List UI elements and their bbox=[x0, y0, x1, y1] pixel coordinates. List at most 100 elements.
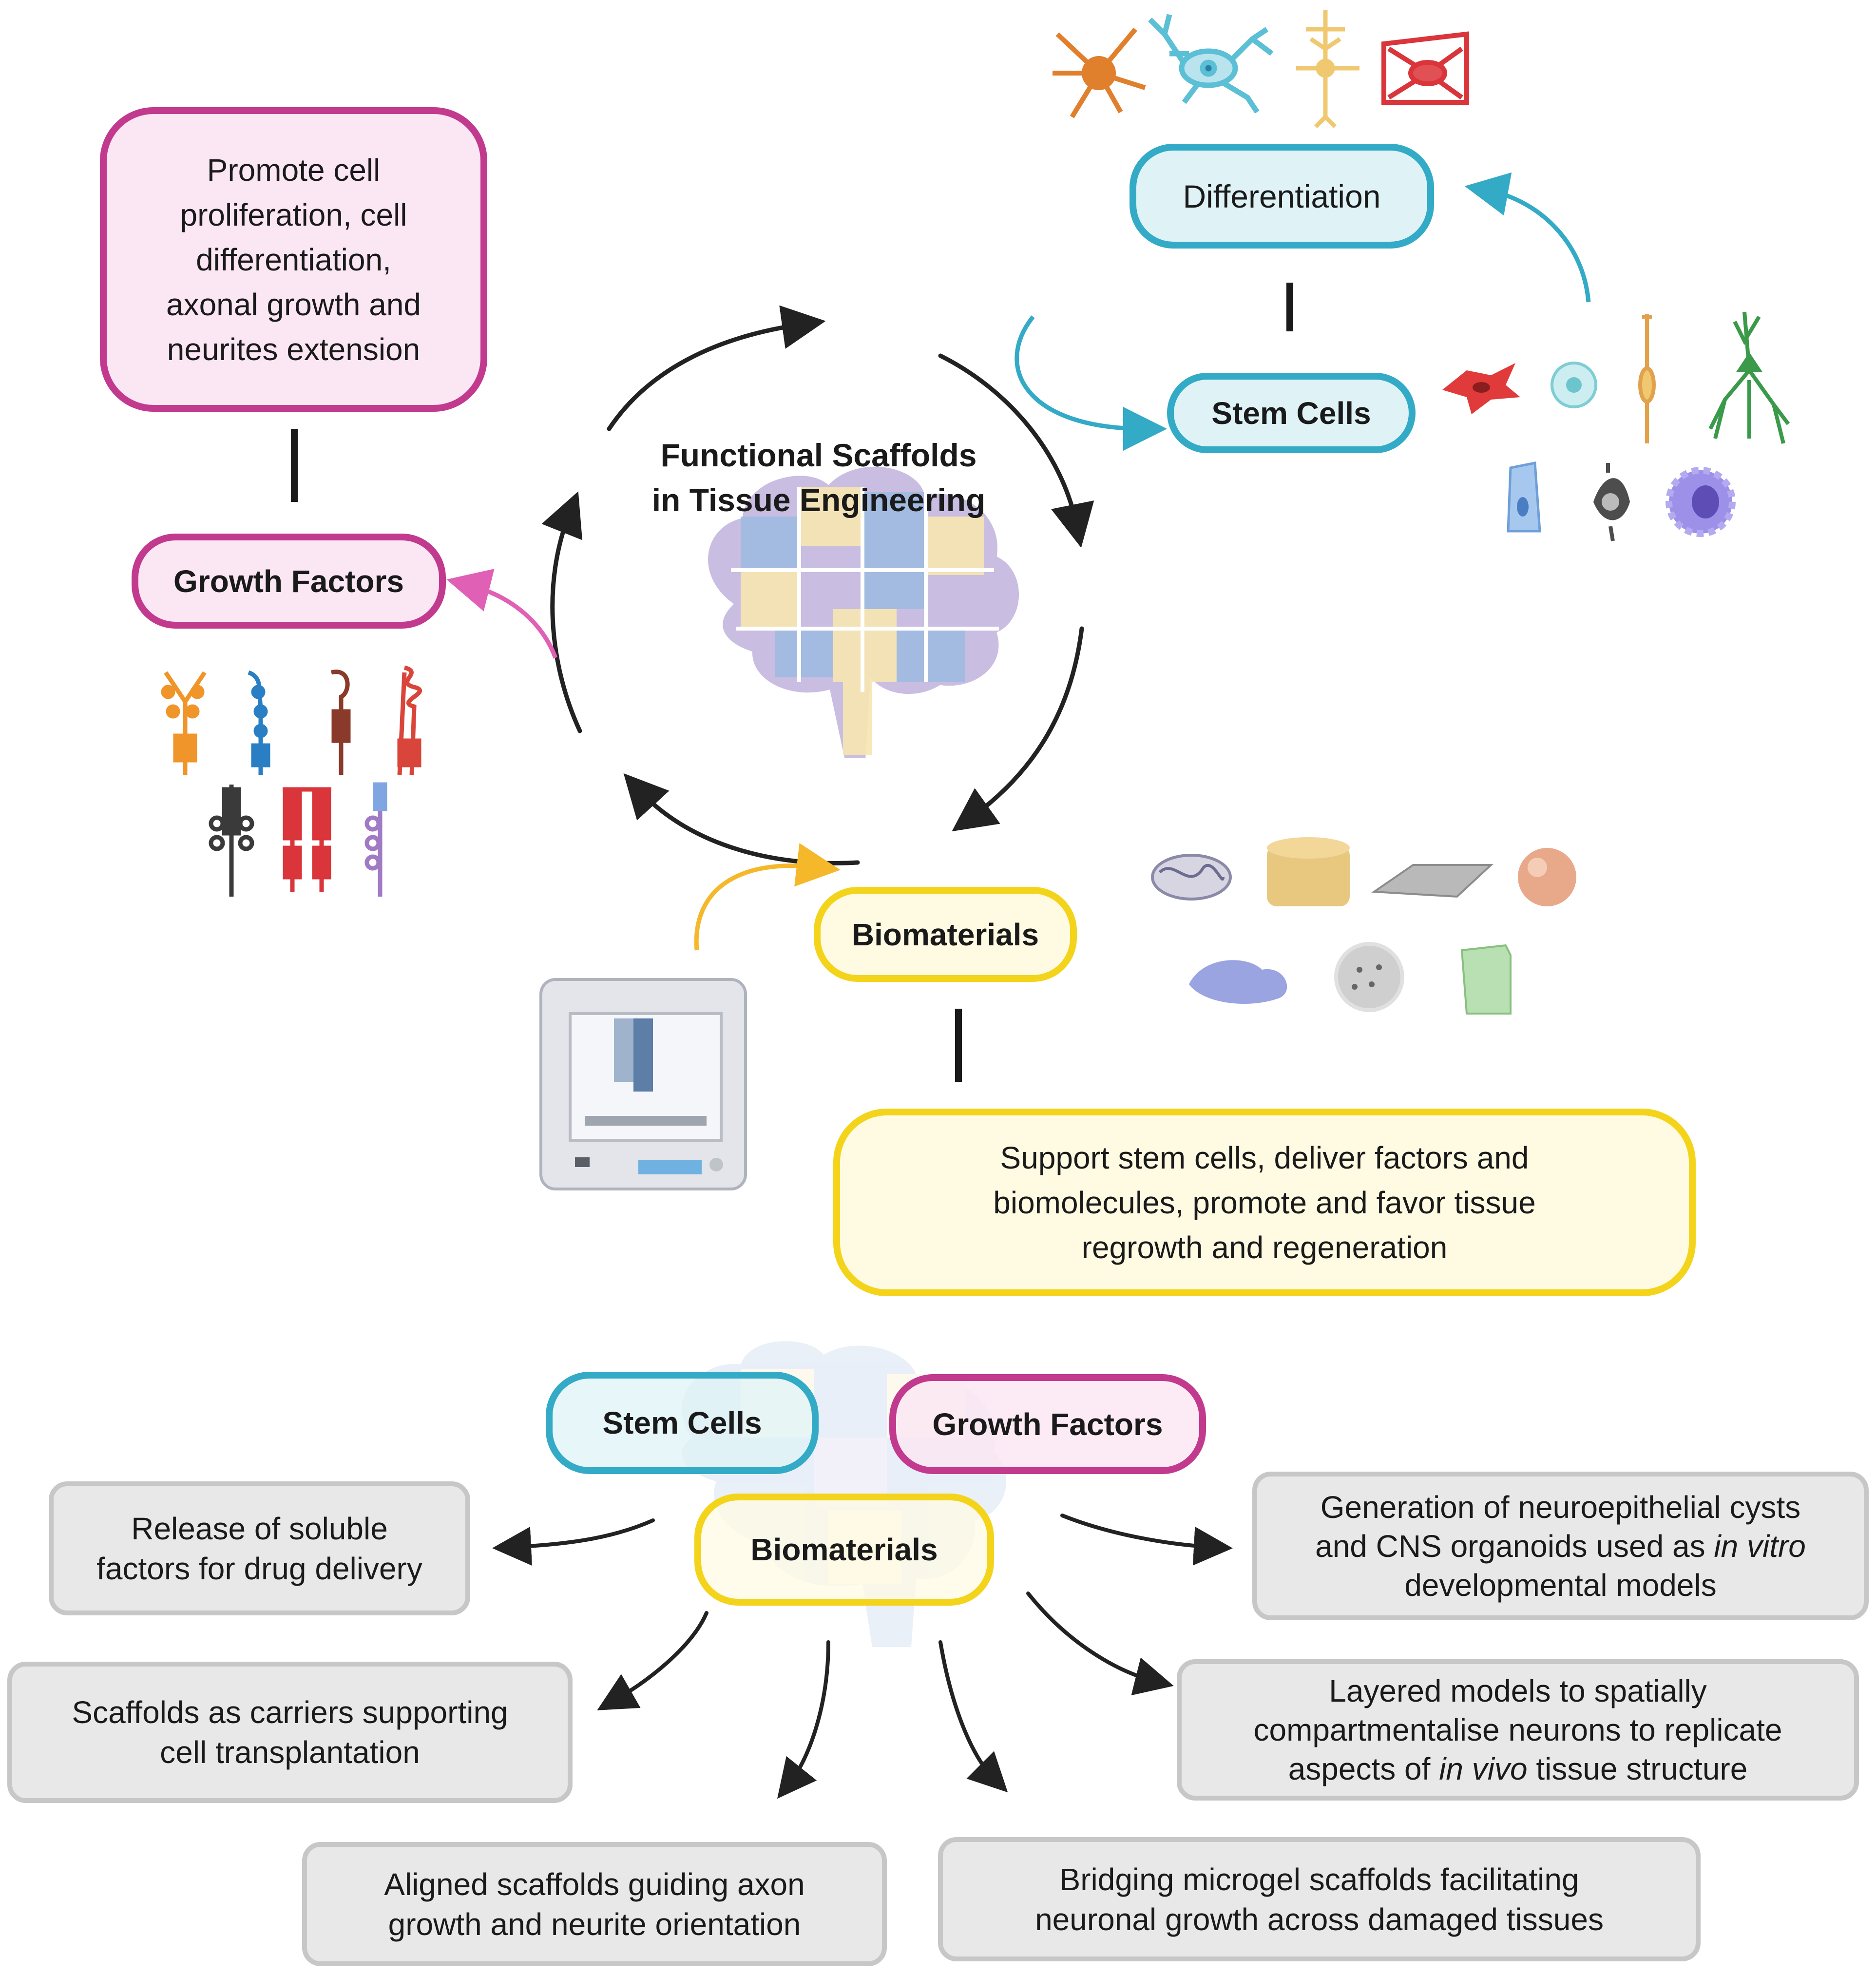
arrow-bridging bbox=[938, 1640, 1008, 1793]
bottom-stem-cells-label: Stem Cells bbox=[602, 1405, 762, 1440]
astrocyte-icon bbox=[1053, 27, 1146, 118]
cycle-arrow-left bbox=[541, 491, 583, 733]
stem-cells-pill: Stem Cells bbox=[1167, 373, 1416, 453]
bottom-arrows bbox=[492, 1514, 1233, 1799]
gf-desc-line: Promote cell bbox=[207, 152, 381, 188]
receptor-icon bbox=[330, 670, 351, 775]
gf-desc-line: axonal growth and bbox=[166, 287, 421, 322]
application-text-italic: in vivo bbox=[1439, 1751, 1528, 1786]
gf-desc-line: differentiation, bbox=[196, 242, 391, 277]
puzzle-brain-icon bbox=[704, 462, 1023, 762]
application-line: cell transplantation bbox=[160, 1735, 420, 1770]
growth-factors-pill: Growth Factors bbox=[132, 534, 446, 629]
biomaterials-pill: Biomaterials bbox=[814, 887, 1077, 982]
receptor-icon bbox=[364, 782, 387, 897]
growth-factors-arrow bbox=[446, 569, 558, 659]
microsphere-icon bbox=[1518, 848, 1576, 906]
growth-factors-label: Growth Factors bbox=[173, 563, 404, 599]
epithelial-cell-icon bbox=[1507, 461, 1541, 533]
gf-desc-line: proliferation, cell bbox=[180, 197, 407, 232]
arrow-carriers bbox=[597, 1611, 708, 1710]
center-title-line2: in Tissue Engineering bbox=[651, 482, 986, 518]
differentiation-label: Differentiation bbox=[1183, 178, 1381, 214]
fibroblast-icon bbox=[1442, 363, 1520, 414]
growth-factors-description-box: Promote cell proliferation, cell differe… bbox=[100, 107, 487, 412]
application-line: Aligned scaffolds guiding axon bbox=[384, 1866, 805, 1902]
application-text: aspects of bbox=[1288, 1751, 1439, 1786]
bottom-stem-cells-pill: Stem Cells bbox=[546, 1372, 819, 1474]
stem-cell-icon bbox=[1551, 362, 1597, 408]
cycle-arrow-right-upper bbox=[938, 353, 1094, 548]
bottom-growth-factors-label: Growth Factors bbox=[932, 1406, 1163, 1442]
biomaterial-types bbox=[1151, 837, 1576, 1015]
pyramidal-neuron-icon bbox=[1708, 311, 1790, 444]
application-box-carriers: Scaffolds as carriers supporting cell tr… bbox=[7, 1662, 573, 1803]
application-line: Scaffolds as carriers supporting bbox=[72, 1695, 508, 1730]
application-line: Release of soluble bbox=[131, 1511, 388, 1546]
cycle-arrow-top bbox=[607, 305, 826, 431]
application-box-layered: Layered models to spatially compartmenta… bbox=[1177, 1659, 1859, 1801]
eye-cell-icon bbox=[1593, 463, 1630, 541]
biomaterials-description-box: Support stem cells, deliver factors and … bbox=[833, 1109, 1696, 1296]
cycle-arrow-bottom bbox=[623, 773, 860, 865]
stem-cells-label: Stem Cells bbox=[1211, 395, 1371, 431]
connector-bars bbox=[291, 283, 1293, 1082]
microglia-icon bbox=[1148, 14, 1274, 114]
application-text: and CNS organoids used as bbox=[1315, 1528, 1714, 1564]
application-box-generation: Generation of neuroepithelial cysts and … bbox=[1252, 1472, 1869, 1620]
bipolar-cell-icon bbox=[1638, 314, 1656, 443]
neuron-icon bbox=[1296, 10, 1359, 129]
cycle-arrow-right-lower bbox=[952, 626, 1084, 832]
receptor-icon bbox=[248, 670, 270, 775]
bottom-biomaterials-pill: Biomaterials bbox=[694, 1494, 994, 1606]
biomaterials-arrow bbox=[694, 843, 841, 951]
blob-gel-icon bbox=[1189, 960, 1287, 1004]
receptor-icon bbox=[209, 785, 254, 897]
application-text-italic: in vitro bbox=[1714, 1528, 1806, 1564]
gf-desc-line: neurites extension bbox=[167, 331, 421, 367]
stem-cell-types bbox=[1442, 311, 1790, 541]
application-line: neuronal growth across damaged tissues bbox=[1035, 1901, 1604, 1937]
receptor-icon bbox=[283, 787, 331, 892]
porous-sponge-icon bbox=[1267, 837, 1350, 906]
arrow-layered bbox=[1026, 1592, 1174, 1696]
film-icon bbox=[1460, 944, 1512, 1015]
arrow-generation bbox=[1060, 1514, 1233, 1566]
application-line: Layered models to spatially bbox=[1329, 1673, 1707, 1708]
bm-desc-line: regrowth and regeneration bbox=[1081, 1229, 1448, 1265]
bioprinter-icon bbox=[539, 978, 747, 1190]
bm-desc-line: Support stem cells, deliver factors and bbox=[1000, 1140, 1529, 1175]
application-line: and CNS organoids used as in vitro bbox=[1315, 1527, 1806, 1566]
differentiation-pill: Differentiation bbox=[1129, 144, 1434, 249]
application-box-bridging: Bridging microgel scaffolds facilitating… bbox=[938, 1837, 1701, 1961]
receptor-icons bbox=[161, 665, 422, 897]
bm-desc-line: biomolecules, promote and favor tissue bbox=[993, 1185, 1536, 1220]
arrow-aligned bbox=[777, 1640, 830, 1799]
application-box-aligned: Aligned scaffolds guiding axon growth an… bbox=[302, 1842, 887, 1966]
center-title: Functional Scaffolds in Tissue Engineeri… bbox=[619, 429, 1018, 526]
fibrous-sheet-icon bbox=[1371, 864, 1494, 898]
porous-sphere-icon bbox=[1334, 942, 1404, 1012]
macrophage-icon bbox=[1665, 467, 1736, 537]
biomaterials-label: Biomaterials bbox=[851, 917, 1039, 952]
bottom-biomaterials-label: Biomaterials bbox=[750, 1532, 938, 1567]
arrow-release bbox=[492, 1518, 655, 1566]
application-line: Bridging microgel scaffolds facilitating bbox=[1059, 1861, 1579, 1897]
bottom-growth-factors-pill: Growth Factors bbox=[889, 1374, 1206, 1474]
application-box-release: Release of soluble factors for drug deli… bbox=[49, 1481, 470, 1615]
application-line: aspects of in vivo tissue structure bbox=[1288, 1749, 1748, 1788]
application-line: factors for drug delivery bbox=[96, 1551, 422, 1586]
differentiation-arrow bbox=[1464, 172, 1591, 303]
receptor-icon bbox=[397, 665, 422, 775]
hydrogel-mesh-icon bbox=[1151, 854, 1232, 901]
differentiated-cells bbox=[1053, 10, 1469, 129]
application-text: tissue structure bbox=[1527, 1751, 1748, 1786]
application-line: compartmentalise neurons to replicate bbox=[1253, 1712, 1782, 1747]
stem-cells-arrow bbox=[1015, 315, 1167, 451]
receptor-icon bbox=[161, 671, 207, 775]
application-line: Generation of neuroepithelial cysts bbox=[1320, 1489, 1801, 1525]
endothelial-icon bbox=[1381, 31, 1469, 105]
application-line: growth and neurite orientation bbox=[388, 1906, 801, 1942]
center-title-line1: Functional Scaffolds bbox=[660, 437, 977, 473]
